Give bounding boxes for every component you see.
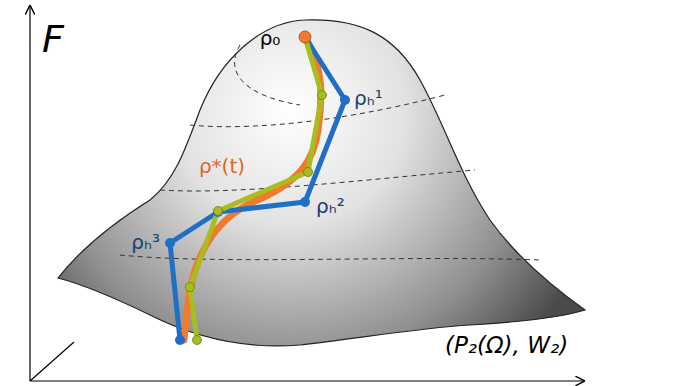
point-label: ρₕ³: [131, 232, 160, 252]
green-points: [186, 91, 327, 345]
curve-label: ρ*(t): [199, 156, 245, 176]
continuous-flow: [184, 37, 321, 340]
depth-axis: [30, 342, 74, 381]
space-label: (P₂(Ω), W₂): [445, 334, 568, 357]
axis-label: F: [42, 20, 64, 58]
point-label: ρₕ¹: [354, 88, 383, 108]
discrete-scheme-a: [170, 37, 345, 340]
energy-surface: [58, 20, 585, 346]
start-point: [299, 31, 311, 43]
space-axis: [30, 380, 584, 381]
discrete-scheme-b: [190, 37, 322, 340]
point-label: ρₕ²: [316, 196, 345, 216]
blue-points: [165, 95, 350, 345]
point-label: ρ₀: [260, 28, 281, 48]
f-axis: [29, 6, 30, 381]
